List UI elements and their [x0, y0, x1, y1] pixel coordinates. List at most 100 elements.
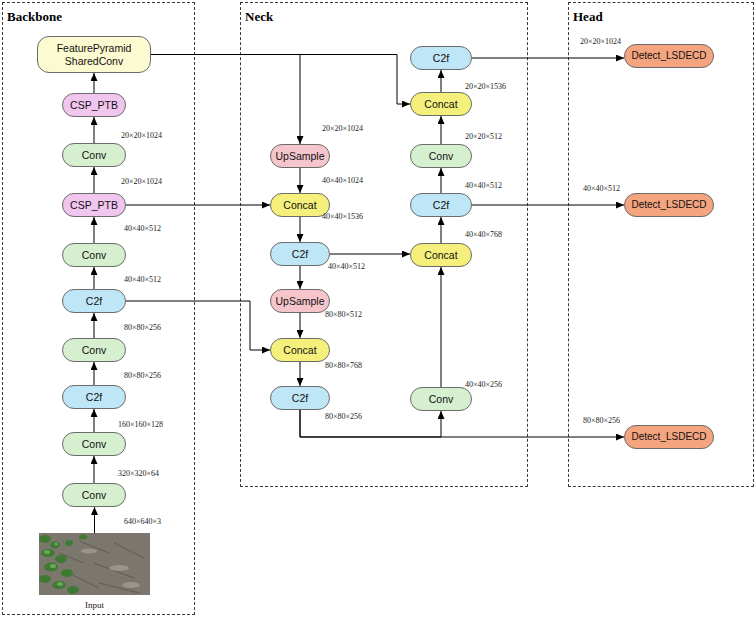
crop-plants	[39, 535, 87, 595]
dimension-label: 40×40×256	[465, 380, 502, 389]
node-label: C2f	[86, 295, 102, 307]
concat-block: Concat	[410, 92, 472, 116]
flow-arrow	[151, 55, 410, 105]
group-region: BackboneFeaturePyramid SharedConvCSP_PTB…	[2, 2, 195, 615]
flow-arrow	[300, 217, 301, 242]
dimension-label: 20×20×1024	[121, 177, 162, 186]
node-label: C2f	[292, 248, 308, 260]
conv-block: Conv	[62, 338, 126, 362]
node-label: Conv	[429, 150, 454, 162]
csp-block: CSP_PTB	[62, 193, 126, 217]
soil	[39, 533, 150, 595]
node-label: Conv	[429, 393, 454, 405]
flow-arrow	[472, 58, 624, 59]
flow-arrow	[300, 266, 301, 289]
flow-arrow	[441, 70, 442, 92]
dimension-label: 20×20×1024	[322, 124, 363, 133]
dimension-label: 80×80×256	[583, 416, 620, 425]
node-label: Conv	[82, 489, 107, 501]
group-region: NeckC2fConcatUpSampleConvConcatC2fC2fCon…	[240, 2, 528, 487]
soil-light	[81, 549, 140, 589]
flow-arrow	[330, 254, 410, 255]
dimension-label: 20×20×512	[465, 132, 502, 141]
flow-arrow	[94, 267, 95, 289]
node-label: Concat	[424, 249, 457, 261]
conv-block: Conv	[62, 243, 126, 267]
flow-arrow	[151, 55, 300, 145]
csp-block: CSP_PTB	[62, 93, 126, 117]
c2f-block: C2f	[270, 386, 330, 410]
detect-head: Detect_LSDECD	[624, 44, 714, 68]
node-label: CSP_PTB	[70, 99, 118, 111]
flow-arrow	[300, 362, 301, 386]
detect-head: Detect_LSDECD	[624, 425, 714, 449]
dimension-label: 80×80×512	[325, 310, 362, 319]
node-label: UpSample	[275, 150, 324, 162]
node-label: Conv	[82, 344, 107, 356]
dimension-label: 640×640×3	[124, 517, 161, 526]
node-label: Detect_LSDECD	[631, 431, 706, 443]
dimension-label: 20×20×1024	[121, 131, 162, 140]
conv-block: Conv	[62, 483, 126, 507]
node-label: Detect_LSDECD	[631, 199, 706, 211]
dimension-label: 80×80×768	[325, 361, 362, 370]
dimension-label: 80×80×256	[124, 371, 161, 380]
concat-block: Concat	[410, 243, 472, 267]
node-label: Concat	[283, 199, 316, 211]
flow-arrow	[300, 168, 301, 193]
flow-arrow	[126, 205, 270, 206]
dimension-label: 40×40×1536	[322, 212, 363, 221]
dimension-label: 40×40×1024	[322, 176, 363, 185]
node-label: Conv	[82, 149, 107, 161]
flow-arrow	[94, 73, 95, 93]
dimension-label: 40×40×512	[583, 184, 620, 193]
flow-arrow	[126, 301, 270, 350]
flow-arrow	[300, 410, 624, 437]
c2f-block: C2f	[270, 242, 330, 266]
flow-arrow	[441, 217, 442, 243]
pyramid-conv-box: FeaturePyramid SharedConv	[37, 36, 151, 73]
group-region: HeadDetect_LSDECDDetect_LSDECDDetect_LSD…	[568, 2, 754, 487]
flow-arrow	[441, 116, 442, 144]
group-heading: Neck	[245, 9, 273, 25]
concat-block: Concat	[270, 338, 330, 362]
concat-block: Concat	[270, 193, 330, 217]
dimension-label: 40×40×512	[124, 275, 161, 284]
detect-head: Detect_LSDECD	[624, 193, 714, 217]
c2f-block: C2f	[410, 46, 472, 70]
flow-arrow	[94, 313, 95, 338]
dimension-label: 40×40×512	[328, 262, 365, 271]
node-label: C2f	[86, 391, 102, 403]
flow-arrow	[94, 167, 95, 193]
dimension-label: 40×40×768	[465, 230, 502, 239]
flow-arrow	[300, 410, 441, 437]
dimension-label: 20×20×1536	[465, 82, 506, 91]
crop-highlights	[44, 543, 63, 587]
node-label: Concat	[424, 98, 457, 110]
node-label: Conv	[82, 438, 107, 450]
node-label: CSP_PTB	[70, 199, 118, 211]
flow-arrow	[94, 117, 95, 143]
node-label: C2f	[433, 52, 449, 64]
c2f-block: C2f	[62, 289, 126, 313]
conv-block: Conv	[62, 143, 126, 167]
flow-arrow	[94, 409, 95, 432]
flow-arrow	[441, 267, 442, 387]
node-label: C2f	[433, 199, 449, 211]
input-image: Input	[39, 533, 150, 611]
node-label: FeaturePyramid SharedConv	[43, 42, 145, 66]
node-label: Concat	[283, 344, 316, 356]
flow-arrow	[94, 456, 95, 483]
field-photo	[39, 533, 150, 595]
node-label: C2f	[292, 392, 308, 404]
upsample-block: UpSample	[270, 144, 330, 168]
conv-block: Conv	[410, 387, 472, 411]
flow-arrow	[441, 168, 442, 193]
node-label: Detect_LSDECD	[631, 50, 706, 62]
c2f-block: C2f	[62, 385, 126, 409]
dimension-label: 40×40×512	[465, 181, 502, 190]
c2f-block: C2f	[410, 193, 472, 217]
dimension-label: 80×80×256	[325, 412, 362, 421]
node-label: Input	[85, 600, 104, 610]
